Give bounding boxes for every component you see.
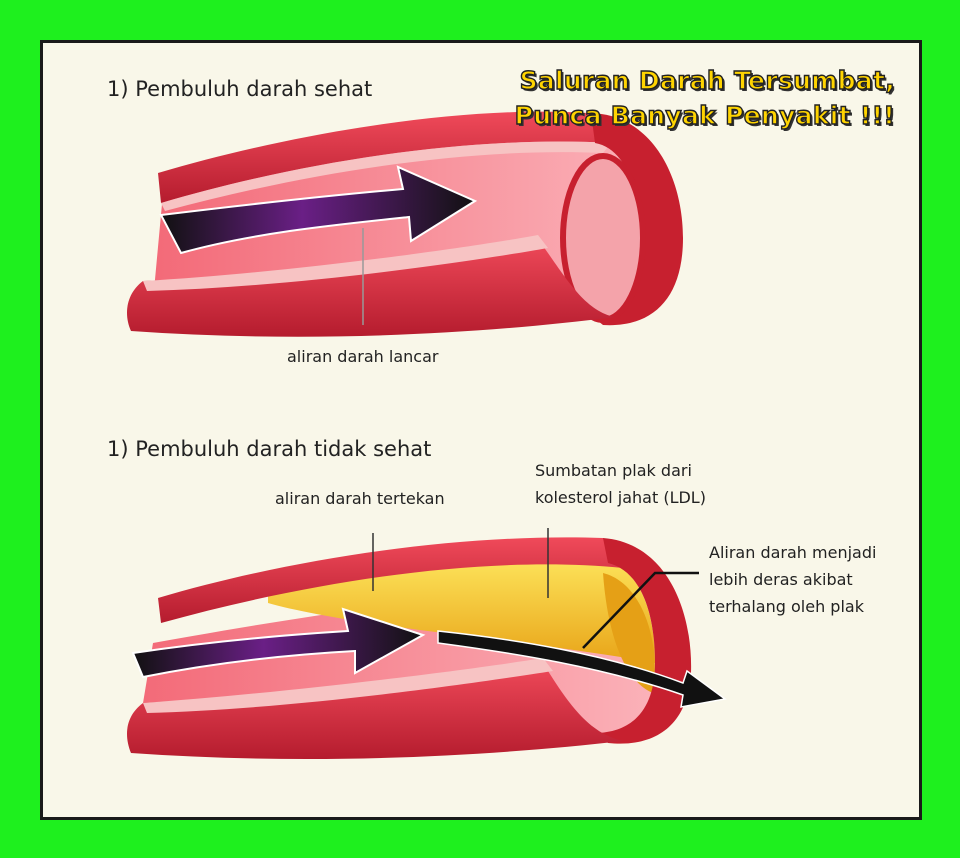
unhealthy-upper-wall [158,537,628,623]
fast-flow-label: Aliran darah menjadi lebih deras akibat … [709,539,876,620]
plaque-label: Sumbatan plak dari kolesterol jahat (LDL… [535,457,706,511]
title-line-2: Punca Banyak Penyakit !!! [514,100,895,130]
fast-flow-arrow [437,630,727,708]
vessel-illustration [127,111,727,760]
healthy-upper-wall-edge [161,141,611,211]
plaque-label-line-1: Sumbatan plak dari [535,461,692,480]
fast-flow-pointer [582,571,699,649]
diagram-panel: Saluran Darah Tersumbat, Punca Banyak Pe… [40,40,922,820]
healthy-lower-wall [127,239,615,337]
compressed-flow-arrow [131,607,426,679]
healthy-flow-arrow [159,165,478,255]
healthy-vessel-opening [560,153,646,323]
page-title: Saluran Darah Tersumbat, Punca Banyak Pe… [514,63,896,133]
unhealthy-lower-wall-edge [143,658,553,713]
healthy-lower-wall-edge [143,235,548,291]
healthy-upper-wall [158,111,611,203]
plaque-label-line-2: kolesterol jahat (LDL) [535,488,706,507]
unhealthy-heading: 1) Pembuluh darah tidak sehat [107,437,432,461]
fast-flow-label-line-3: terhalang oleh plak [709,597,864,616]
fast-flow-label-line-2: lebih deras akibat [709,570,853,589]
healthy-flow-label: aliran darah lancar [287,347,439,366]
unhealthy-vessel-end [598,538,692,744]
healthy-vessel [127,111,683,337]
plaque-deposit-side [603,573,655,693]
healthy-vessel-end [588,113,683,326]
fast-flow-label-line-1: Aliran darah menjadi [709,543,877,562]
healthy-heading: 1) Pembuluh darah sehat [107,77,373,101]
title-line-1: Saluran Darah Tersumbat, [519,65,896,95]
unhealthy-vessel [127,528,727,760]
plaque-deposit [268,558,655,663]
unhealthy-lower-wall [127,663,623,760]
compressed-flow-label: aliran darah tertekan [275,489,445,508]
